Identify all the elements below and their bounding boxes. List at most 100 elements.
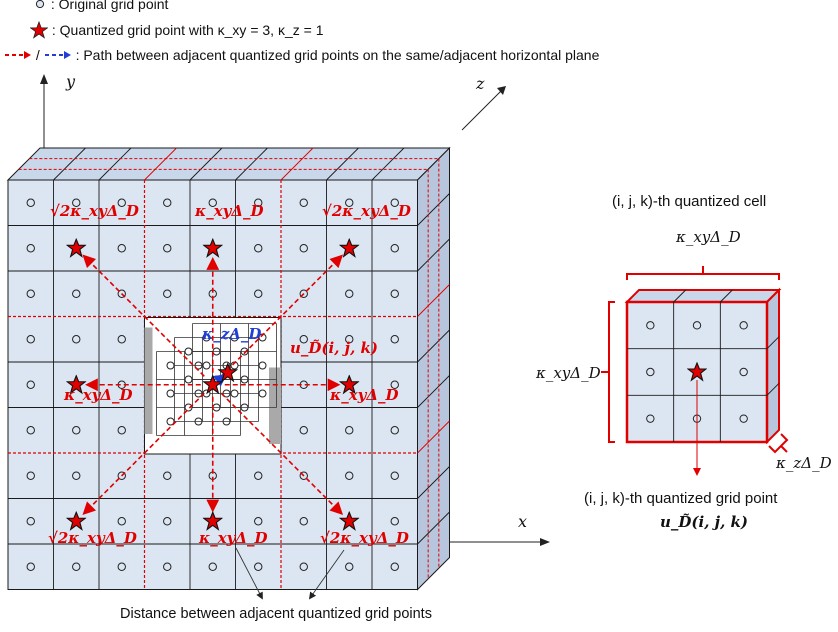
legend-original-text: : Original grid point <box>50 0 169 12</box>
height-brace <box>601 301 615 443</box>
original-point-icon <box>33 0 47 14</box>
original-grid-point <box>208 198 217 207</box>
original-grid-point <box>26 289 35 298</box>
original-grid-point <box>117 335 126 344</box>
caption-pointer <box>235 547 263 600</box>
original-grid-point <box>390 335 399 344</box>
label-horiz-right: κ_xyΔ_D <box>330 386 399 404</box>
top-grid-line <box>53 147 86 181</box>
legend-path: / : Path between adjacent quantized grid… <box>4 47 599 64</box>
original-grid-point <box>299 198 308 207</box>
cell-side-face <box>766 287 780 445</box>
original-grid-point <box>117 562 126 571</box>
z-axis-arrowhead <box>497 86 506 95</box>
cell-top-line <box>673 289 686 303</box>
original-grid-point <box>345 562 354 571</box>
original-grid-point <box>72 426 81 435</box>
inner-grid-point <box>230 389 239 398</box>
original-grid-point <box>117 426 126 435</box>
point-symbol: u_D̃(i, j, k) <box>660 513 749 531</box>
cell-side-line <box>766 383 780 396</box>
inner-grid-point <box>166 361 175 370</box>
inner-grid-point <box>166 389 175 398</box>
side-grid-line <box>417 375 450 408</box>
original-grid-point <box>26 471 35 480</box>
cell-top-face <box>624 289 782 303</box>
original-grid-point <box>299 426 308 435</box>
original-grid-point <box>390 517 399 526</box>
original-grid-point <box>299 517 308 526</box>
original-grid-point <box>390 471 399 480</box>
side-grid-line <box>417 420 450 454</box>
original-grid-point <box>254 471 263 480</box>
side-grid-line <box>417 238 450 272</box>
bottom-caption: Distance between adjacent quantized grid… <box>120 606 432 622</box>
original-grid-point <box>26 335 35 344</box>
original-grid-point <box>299 244 308 253</box>
top-grid-line <box>371 147 405 181</box>
y-axis-label: y <box>66 72 76 91</box>
original-grid-point <box>254 289 263 298</box>
original-grid-point <box>72 198 81 207</box>
blue-dashed-arrow-icon <box>44 48 72 64</box>
original-grid-point <box>26 517 35 526</box>
legend-quantized-text: : Quantized grid point with κ_xy = 3, κ_… <box>51 22 324 39</box>
inner-grid-point <box>202 361 211 370</box>
point-title: (i, j, k)-th quantized grid point <box>584 490 778 507</box>
original-grid-point <box>117 198 126 207</box>
top-grid-line <box>280 147 314 181</box>
x-axis-arrowhead <box>540 538 550 546</box>
label-u-point: u_D̃(i, j, k) <box>290 339 379 357</box>
original-grid-point <box>299 335 308 344</box>
original-grid-point <box>345 335 354 344</box>
original-grid-point <box>208 562 217 571</box>
cell-original-point <box>739 414 748 423</box>
original-grid-point <box>390 198 399 207</box>
original-grid-point <box>26 244 35 253</box>
original-grid-point <box>390 244 399 253</box>
red-path-arrow <box>220 254 344 377</box>
original-grid-point <box>117 517 126 526</box>
original-grid-point <box>345 471 354 480</box>
original-grid-point <box>254 517 263 526</box>
label-diag-bottom-right: √2κ_xyΔ_D <box>320 529 409 547</box>
cell-title: (i, j, k)-th quantized cell <box>612 193 767 210</box>
inner-grid-point <box>184 375 193 384</box>
original-grid-point <box>163 289 172 298</box>
label-z-step: κ_zΔ_D <box>202 325 262 343</box>
x-axis-label: x <box>518 512 528 531</box>
top-grid-line <box>326 147 359 181</box>
z-axis-line <box>461 89 503 131</box>
original-grid-point <box>390 562 399 571</box>
inner-left-shade <box>144 327 153 434</box>
label-vert-top: κ_xyΔ_D <box>195 202 264 220</box>
cell-original-point <box>646 414 655 423</box>
side-grid-line <box>417 284 450 317</box>
inner-grid-point <box>184 403 193 412</box>
legend-path-text: : Path between adjacent quantized grid p… <box>75 47 600 63</box>
label-horiz-left: κ_xyΔ_D <box>64 386 133 404</box>
original-grid-point <box>163 244 172 253</box>
original-grid-point <box>72 335 81 344</box>
side-face <box>417 146 450 591</box>
original-grid-point <box>163 198 172 207</box>
inner-grid-point <box>258 361 267 370</box>
top-face <box>6 147 451 181</box>
original-grid-point <box>163 517 172 526</box>
label-diag-bottom-left: √2κ_xyΔ_D <box>48 529 137 547</box>
inner-grid-point <box>230 333 239 342</box>
original-grid-point <box>345 289 354 298</box>
side-grid-line <box>417 466 450 499</box>
cell-original-point <box>739 367 748 377</box>
label-vert-bottom: κ_xyΔ_D <box>199 529 268 547</box>
cell-depth-label: κ_zΔ_D <box>776 454 832 472</box>
legend-path-sep: / <box>35 47 40 63</box>
original-grid-point <box>254 198 263 207</box>
red-dashed-arrow-icon <box>4 48 32 64</box>
side-grid-line <box>417 193 450 226</box>
red-path-arrow <box>220 392 344 516</box>
original-grid-point <box>72 562 81 571</box>
paths-layer <box>66 238 359 600</box>
inner-grid-point <box>202 333 211 342</box>
cell-original-point <box>646 367 655 377</box>
